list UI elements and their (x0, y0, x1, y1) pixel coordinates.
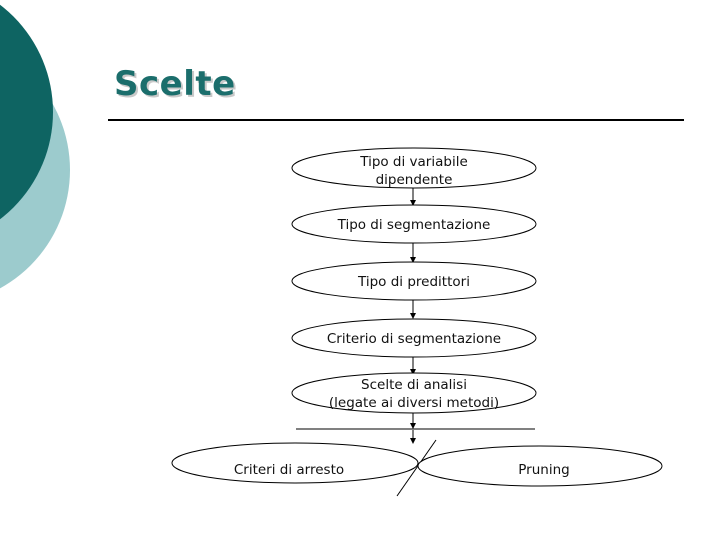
branch-divider (396, 439, 437, 497)
chain-node-label-line: (legate ai diversi metodi) (329, 395, 499, 411)
branch-node-label: Criteri di arresto (234, 462, 344, 478)
chain-node-dependent-variable-type: Tipo di variabile dipendente (291, 147, 537, 189)
chain-node-label-line: Criterio di segmentazione (327, 331, 501, 347)
chain-node-label-line: Tipo di predittori (357, 274, 470, 290)
branch-node-ellipse (171, 442, 419, 484)
branch-node-pruning: Pruning (417, 445, 663, 487)
chain-node-ellipse (291, 318, 537, 358)
decor-circle-dark (0, 4, 53, 220)
chain-node-analysis-choices: Scelte di analisi (legate ai diversi met… (291, 372, 537, 414)
branch-node-label: Pruning (518, 462, 569, 478)
chain-node-label-line: Scelte di analisi (361, 377, 467, 393)
chain-node-label-line: Tipo di segmentazione (337, 217, 491, 233)
chain-node-segmentation-type: Tipo di segmentazione (291, 204, 537, 244)
chain-node-segmentation-criterion: Criterio di segmentazione (291, 318, 537, 358)
chain-node-predictor-type: Tipo di predittori (291, 261, 537, 301)
chain-node-ellipse (291, 372, 537, 414)
chain-node-label-line: Tipo di variabile (359, 154, 468, 170)
branch-node-stopping-criteria: Criteri di arresto (171, 442, 419, 484)
chain-node-ellipse (291, 147, 537, 189)
branch-node-ellipse (417, 445, 663, 487)
slide-title: Scelte (114, 64, 236, 104)
title-underline (108, 119, 684, 121)
chain-node-ellipse (291, 261, 537, 301)
chain-node-ellipse (291, 204, 537, 244)
chain-node-label-line: dipendente (376, 172, 453, 188)
